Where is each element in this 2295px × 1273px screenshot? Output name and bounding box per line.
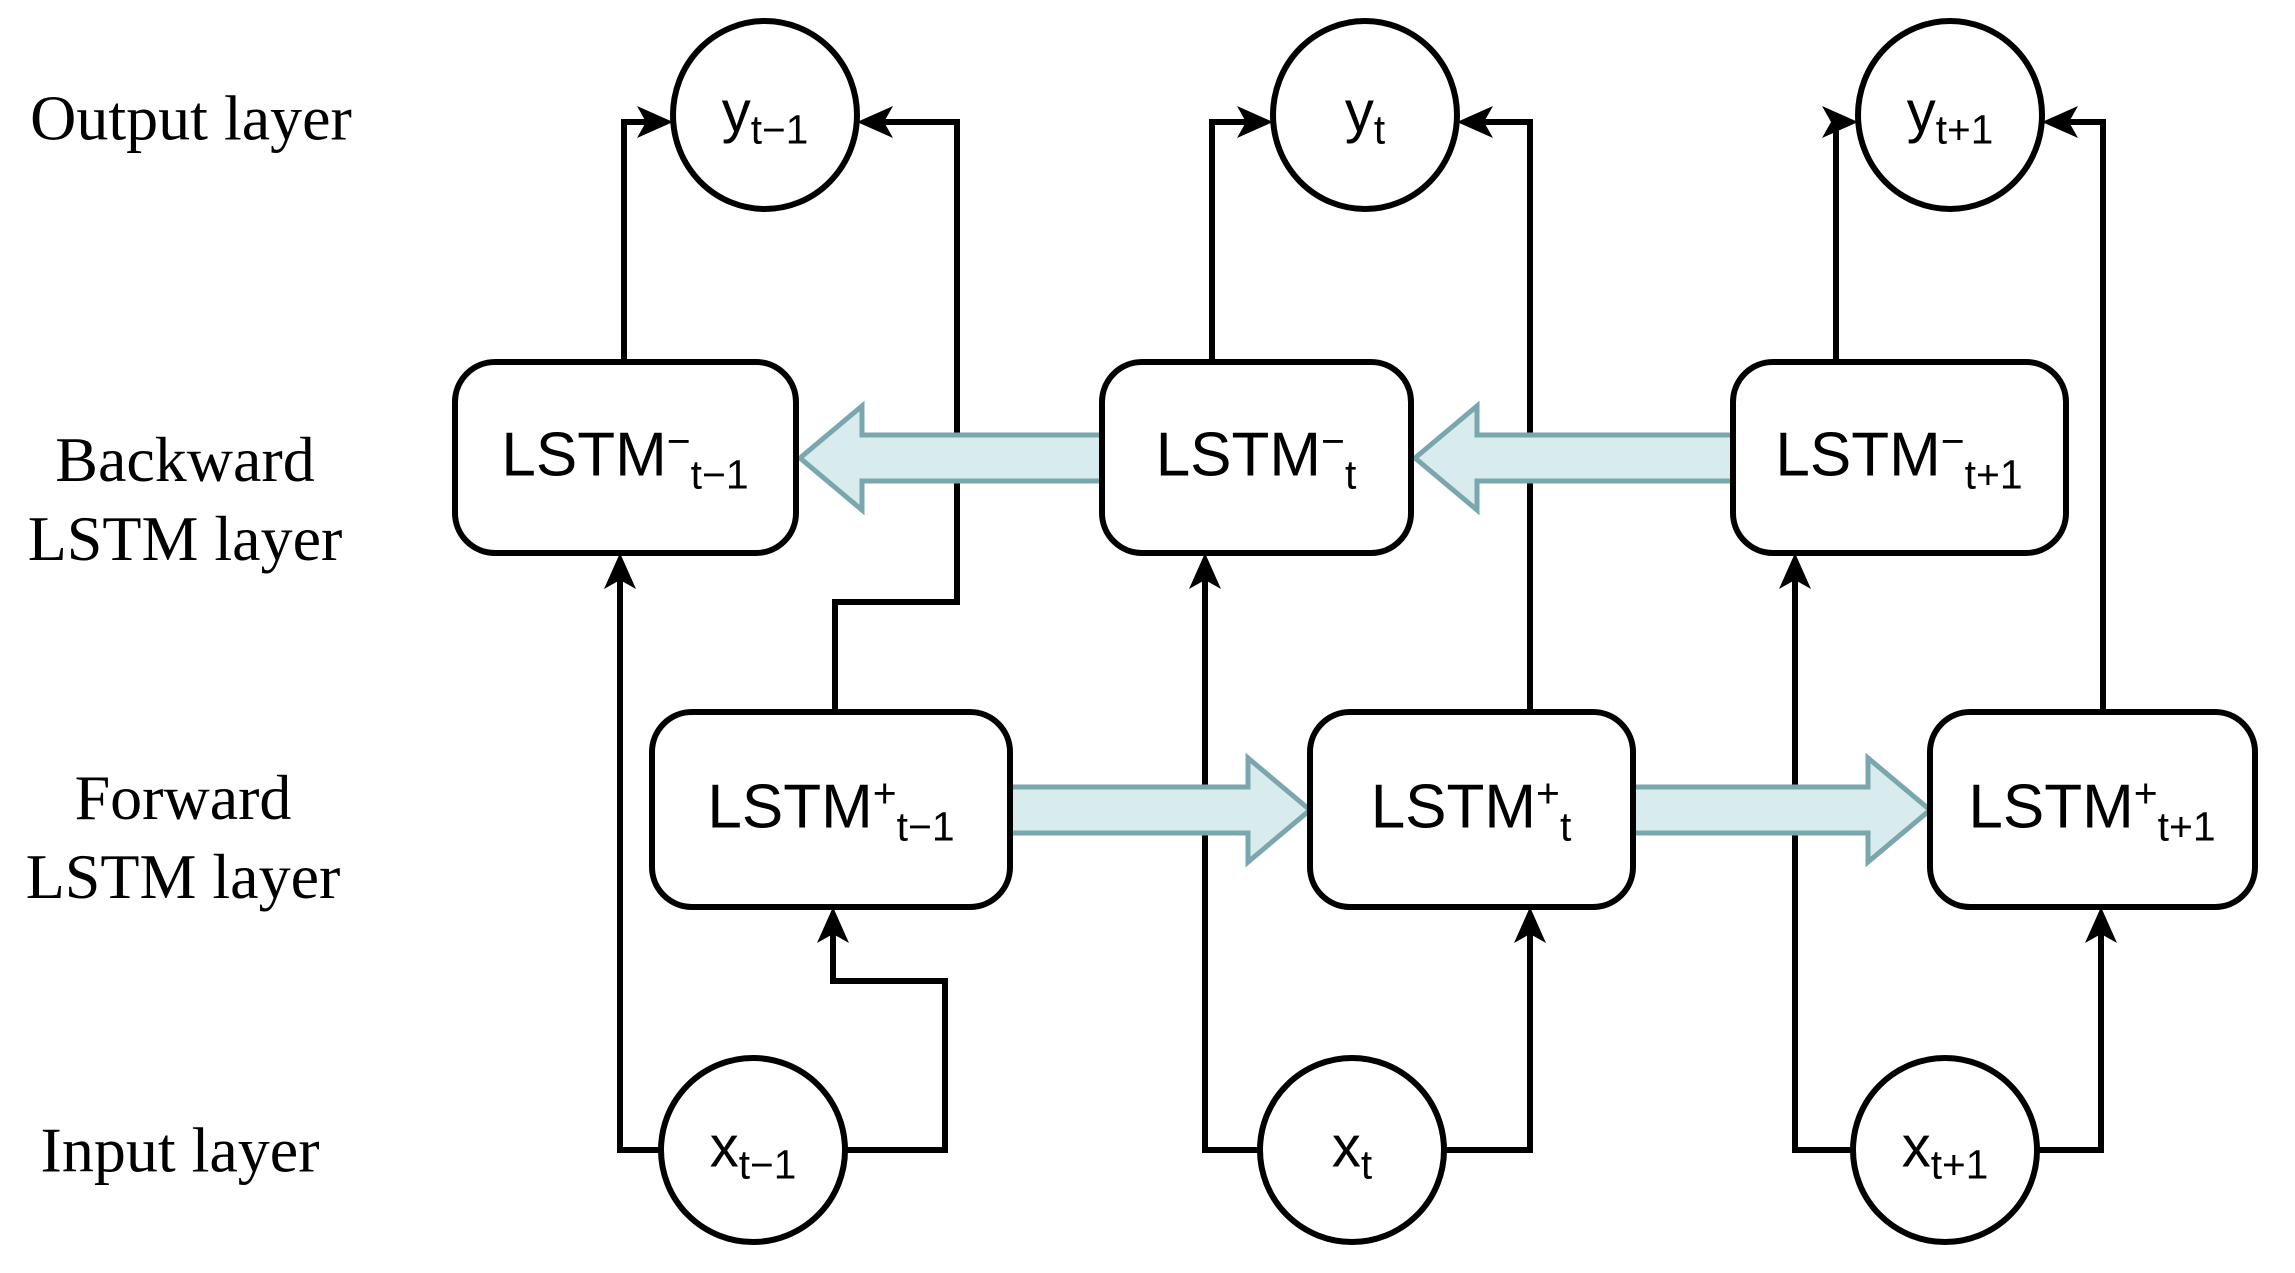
input-label-x-t-sub: t xyxy=(1360,1141,1373,1188)
forward-lstm-label-t-1-sub: t−1 xyxy=(896,803,955,850)
connector-input-t-to-backward xyxy=(1202,562,1260,1153)
backward-lstm-label-t-base: LSTM xyxy=(1155,420,1322,490)
connector-input-t-1-to-forward xyxy=(830,914,948,1153)
row-label-output-layer: Output layer xyxy=(30,82,352,154)
backward-lstm-label-t+1: LSTM−t+1 xyxy=(1775,418,2022,496)
backward-lstm-box-t xyxy=(1099,359,1414,556)
forward-lstm-label-t-sup: + xyxy=(1536,770,1560,817)
connector-input-t+1-to-forward xyxy=(2037,914,2104,1153)
output-node-y-t-1 xyxy=(670,18,860,212)
connector-backward-t+1-to-output xyxy=(1833,119,1851,362)
forward-lstm-label-t: LSTM+t xyxy=(1370,770,1572,848)
forward-lstm-box-t+1 xyxy=(1927,709,2258,910)
connector-forward-t-1-to-output xyxy=(832,119,960,712)
input-label-x-t+1-base: x xyxy=(1901,1114,1931,1180)
output-label-y-t-base: y xyxy=(1344,79,1374,145)
arrowhead-into-y-t-1-right xyxy=(857,106,893,138)
output-label-y-t-sub: t xyxy=(1373,106,1386,153)
forward-lstm-label-t-1: LSTM+t−1 xyxy=(707,770,954,848)
output-label-y-t-1-sub: t−1 xyxy=(750,106,809,153)
forward-lstm-label-t+1-base: LSTM xyxy=(1968,772,2134,842)
forward-lstm-box-t xyxy=(1307,709,1636,910)
backward-flow-arrow-t-to-t-1 xyxy=(796,400,1105,516)
backward-lstm-box-t-1 xyxy=(452,359,799,556)
backward-lstm-label-t-1-base: LSTM xyxy=(501,420,667,490)
arrowhead-into-backward-t+1 xyxy=(1779,553,1811,589)
arrowhead-into-backward-t-1 xyxy=(604,553,636,589)
backward-lstm-label-t: LSTM−t xyxy=(1155,418,1357,496)
arrowhead-into-y-t+1-right xyxy=(2042,106,2078,138)
connector-input-t-to-forward xyxy=(1444,914,1533,1153)
arrowhead-into-y-t-1-left xyxy=(637,106,673,138)
forward-lstm-label-t+1: LSTM+t+1 xyxy=(1968,770,2215,848)
input-label-x-t+1: xt+1 xyxy=(1901,1114,1989,1185)
row-label-forward-lstm-layer: Forward LSTM layer xyxy=(26,758,341,916)
forward-lstm-label-t+1-sub: t+1 xyxy=(2157,803,2216,850)
forward-lstm-box-t-1 xyxy=(649,709,1013,910)
connector-input-t+1-to-backward xyxy=(1792,562,1853,1153)
output-node-y-t+1 xyxy=(1855,18,2045,212)
forward-lstm-label-t-base: LSTM xyxy=(1370,772,1537,842)
forward-lstm-label-t+1-sup: + xyxy=(2133,770,2158,817)
forward-flow-arrow-t-1-to-t xyxy=(1007,752,1314,868)
output-label-y-t+1-base: y xyxy=(1906,79,1936,145)
backward-lstm-label-t+1-sub: t+1 xyxy=(1964,451,2023,498)
backward-lstm-label-t-sub: t xyxy=(1344,451,1357,498)
arrowhead-into-y-t-right xyxy=(1457,106,1493,138)
row-label-forward-line1: Forward xyxy=(74,762,292,833)
arrowhead-into-forward-t+1 xyxy=(2085,907,2117,943)
output-label-y-t-1: yt−1 xyxy=(721,79,809,150)
arrowhead-into-y-t+1-left xyxy=(1822,106,1858,138)
output-label-y-t-1-base: y xyxy=(721,79,751,145)
input-label-x-t-base: x xyxy=(1331,1114,1361,1180)
input-label-x-t-1-base: x xyxy=(709,1114,739,1180)
output-node-y-t xyxy=(1270,18,1460,212)
connector-forward-t-to-output xyxy=(1464,119,1533,712)
backward-lstm-label-t+1-sup: − xyxy=(1940,418,1965,465)
input-label-x-t+1-sub: t+1 xyxy=(1930,1141,1989,1188)
forward-lstm-label-t-1-base: LSTM xyxy=(707,772,873,842)
backward-lstm-label-t-1-sup: − xyxy=(666,418,691,465)
backward-lstm-label-t-sup: − xyxy=(1321,418,1345,465)
row-label-backward-lstm-layer: Backward LSTM layer xyxy=(28,420,343,578)
forward-lstm-label-t-1-sup: + xyxy=(872,770,897,817)
connector-input-t-1-to-backward xyxy=(617,562,661,1153)
backward-flow-arrow-t+1-to-t xyxy=(1411,400,1736,516)
output-label-y-t+1-sub: t+1 xyxy=(1935,106,1994,153)
arrowhead-into-forward-t xyxy=(1514,907,1546,943)
backward-lstm-label-t-1-sub: t−1 xyxy=(690,451,749,498)
row-label-forward-line2: LSTM layer xyxy=(25,841,341,912)
output-label-y-t: yt xyxy=(1344,79,1385,150)
connector-backward-t-1-to-output xyxy=(621,119,666,362)
input-node-x-t+1 xyxy=(1850,1055,2040,1245)
backward-lstm-label-t+1-base: LSTM xyxy=(1775,420,1941,490)
arrowhead-into-forward-t-1 xyxy=(817,907,849,943)
arrowhead-into-y-t-left xyxy=(1237,106,1273,138)
input-node-x-t-1 xyxy=(658,1055,848,1245)
output-label-y-t+1: yt+1 xyxy=(1906,79,1994,150)
row-label-backward-line2: LSTM layer xyxy=(27,503,343,574)
forward-flow-arrow-t-to-t+1 xyxy=(1630,752,1934,868)
input-label-x-t: xt xyxy=(1331,1114,1372,1185)
arrowhead-into-backward-t xyxy=(1189,553,1221,589)
forward-lstm-label-t-sub: t xyxy=(1559,803,1572,850)
input-label-x-t-1: xt−1 xyxy=(709,1114,797,1185)
row-label-input-layer: Input layer xyxy=(40,1114,320,1186)
backward-lstm-label-t-1: LSTM−t−1 xyxy=(501,418,748,496)
row-label-backward-line1: Backward xyxy=(55,424,315,495)
input-node-x-t xyxy=(1257,1055,1447,1245)
input-label-x-t-1-sub: t−1 xyxy=(738,1141,797,1188)
backward-lstm-box-t+1 xyxy=(1730,359,2069,556)
connector-backward-t-to-output xyxy=(1209,119,1266,362)
